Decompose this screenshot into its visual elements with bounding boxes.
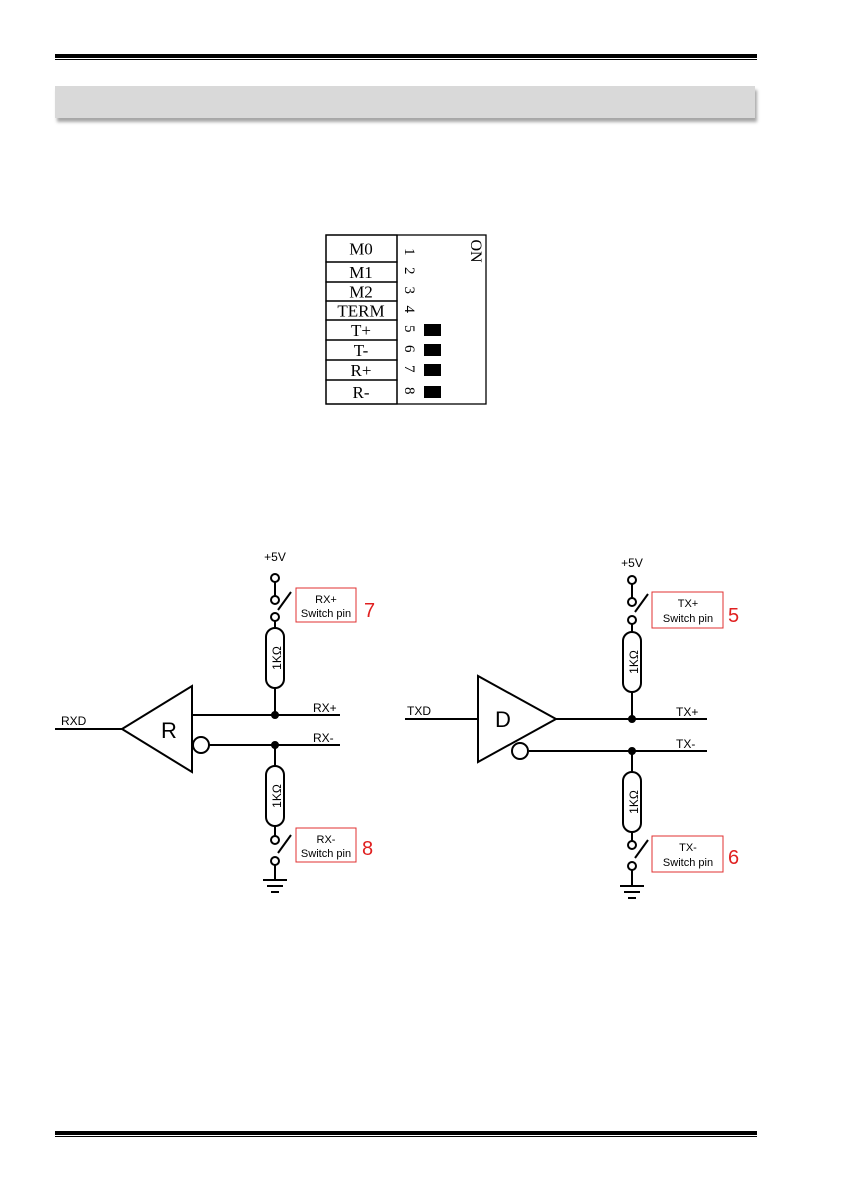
rx-circuit <box>55 574 356 892</box>
rx-switch-top-lever <box>278 592 291 610</box>
dip-switch-number: 8 <box>401 387 417 395</box>
bottom-rule-thin <box>55 1136 757 1137</box>
dip-switch-number: 6 <box>401 345 417 353</box>
rx-minus-pin-number: 8 <box>362 838 373 860</box>
tx-switch-top-contact-a <box>628 598 636 606</box>
tx-minus-pin-number: 6 <box>728 847 739 869</box>
tx-plus-switch-name: TX+ <box>678 598 698 610</box>
tx-supply-label: +5V <box>621 556 643 570</box>
tx-plus-pin-number: 5 <box>728 605 739 627</box>
dip-row-label: TERM <box>337 302 384 321</box>
rx-top-resistor-label: 1KΩ <box>270 646 284 670</box>
rx-circuit-text: +5V RX+ Switch pin 7 1KΩ RX+ RX- RXD R 1… <box>61 550 375 860</box>
tx-minus-switch-sub: Switch pin <box>663 857 713 869</box>
dip-on-label: ON <box>467 239 484 263</box>
dip-switch-on-indicator <box>424 344 441 356</box>
tx-plus-line-label: TX+ <box>676 705 698 719</box>
tx-switch-bot-contact-a <box>628 841 636 849</box>
dip-row-label: T- <box>354 341 369 360</box>
rx-plus-line-label: RX+ <box>313 701 337 715</box>
rx-supply-label: +5V <box>264 550 286 564</box>
receiver-block-label: R <box>161 718 177 743</box>
tx-switch-top-lever <box>635 594 648 612</box>
tx-switch-bot-contact-b <box>628 862 636 870</box>
rxd-label: RXD <box>61 714 87 728</box>
rx-plus-node <box>272 712 278 718</box>
tx-supply-terminal <box>628 576 636 584</box>
rx-minus-switch-name: RX- <box>317 834 336 846</box>
rx-plus-pin-number: 7 <box>364 600 375 622</box>
txd-label: TXD <box>407 704 431 718</box>
dip-row-label: M2 <box>349 283 373 302</box>
tx-bottom-resistor-label: 1KΩ <box>627 790 641 814</box>
dip-row-label: R- <box>353 383 370 402</box>
dip-switch-number: 2 <box>401 267 417 275</box>
rx-bottom-resistor-label: 1KΩ <box>270 784 284 808</box>
driver-invert-bubble <box>512 743 528 759</box>
driver-block-label: D <box>495 707 511 732</box>
tx-top-resistor-label: 1KΩ <box>627 650 641 674</box>
rx-plus-switch-name: RX+ <box>315 594 337 606</box>
rx-switch-bot-contact-b <box>271 857 279 865</box>
dip-switch-number: 3 <box>401 287 417 295</box>
dip-switch-on-indicator <box>424 386 441 398</box>
tx-switch-top-contact-b <box>628 616 636 624</box>
dip-switch-number: 5 <box>401 325 417 333</box>
rx-switch-top-contact-b <box>271 613 279 621</box>
tx-switch-bot-lever <box>635 840 648 858</box>
tx-plus-node <box>629 716 635 722</box>
tx-minus-line-label: TX- <box>676 737 695 751</box>
rx-minus-switch-sub: Switch pin <box>301 848 351 860</box>
dip-switch-number: 1 <box>401 248 417 256</box>
rx-supply-terminal <box>271 574 279 582</box>
dip-switch-number: 4 <box>401 306 417 314</box>
tx-minus-switch-name: TX- <box>679 842 697 854</box>
tx-circuit-text: +5V TX+ Switch pin 5 1KΩ TX+ TX- TXD D 1… <box>407 556 739 869</box>
rx-minus-line-label: RX- <box>313 731 334 745</box>
rx-switch-bot-contact-a <box>271 836 279 844</box>
dip-row-label: M0 <box>349 240 373 259</box>
dip-row-label: R+ <box>351 361 372 380</box>
dip-row-label: M1 <box>349 263 373 282</box>
rx-switch-top-contact-a <box>271 596 279 604</box>
dip-row-label: T+ <box>351 321 371 340</box>
receiver-triangle <box>122 686 192 772</box>
receiver-invert-bubble <box>193 737 209 753</box>
dip-switch-number: 7 <box>401 365 417 373</box>
dip-switch-on-indicator <box>424 364 441 376</box>
dip-switch-on-indicator <box>424 324 441 336</box>
bottom-rule <box>55 1131 757 1135</box>
rx-plus-switch-sub: Switch pin <box>301 608 351 620</box>
tx-plus-switch-sub: Switch pin <box>663 613 713 625</box>
rx-switch-bot-lever <box>278 835 291 853</box>
